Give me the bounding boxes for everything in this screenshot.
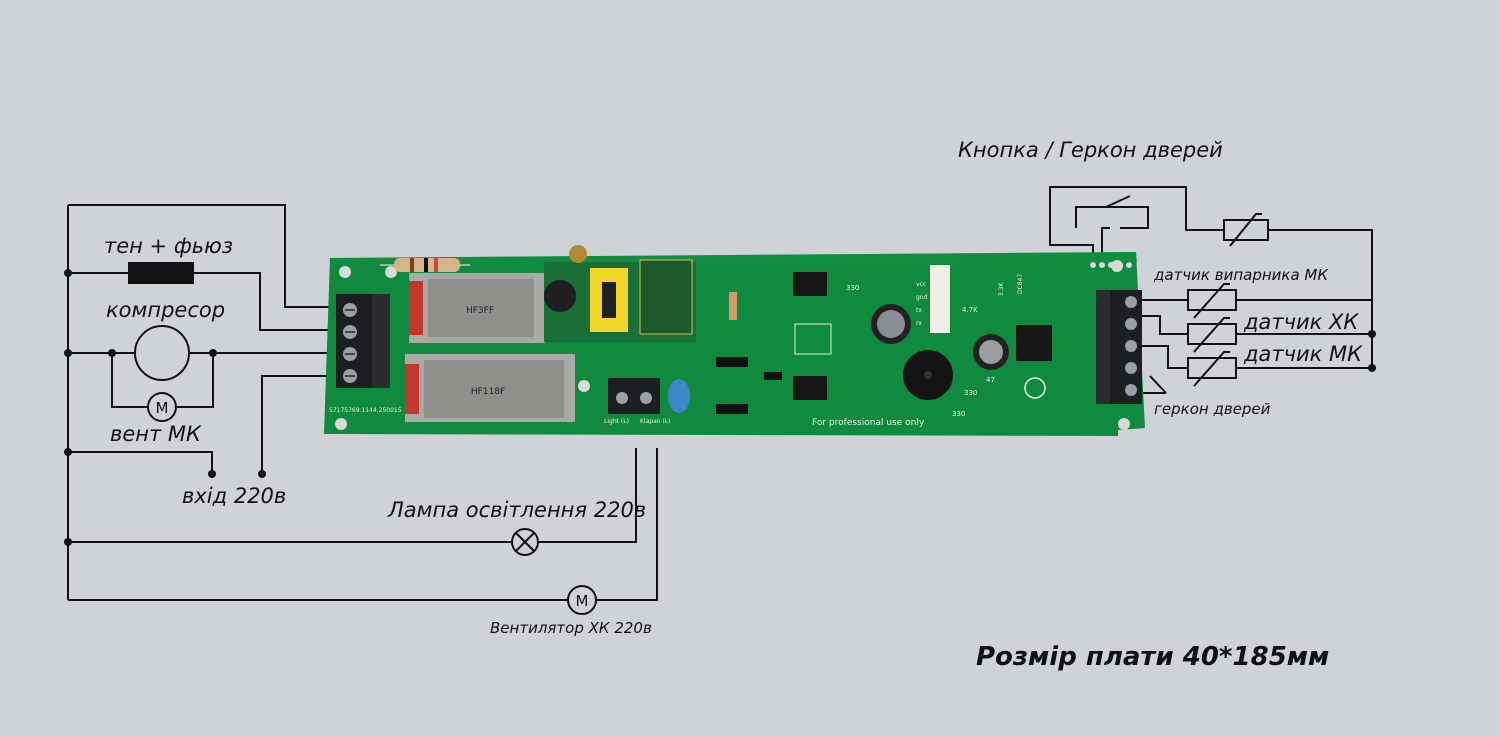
- silk-33k: 3.3K: [998, 281, 1005, 296]
- silk-330-a: 330: [846, 284, 859, 292]
- capacitor-large: [871, 304, 911, 344]
- capacitor-small: [973, 334, 1009, 370]
- lamp-icon: [511, 528, 539, 556]
- junction-dots: [64, 269, 1376, 546]
- left-terminal-block: [336, 294, 390, 388]
- middle-terminal-block: [608, 378, 660, 414]
- silk-vcc: vcc: [916, 281, 926, 288]
- pcb-board: HF3FF HF118F: [324, 245, 1145, 436]
- door-button-label: Кнопка / Геркон дверей: [958, 138, 1223, 162]
- buzzer: [903, 350, 953, 400]
- silk-ic-mark: DC847: [1017, 274, 1024, 294]
- vent-mk-motor-letter: M: [156, 399, 169, 417]
- relay-bottom-label: HF118F: [471, 387, 505, 397]
- sensor-hk-label: датчик ХК: [1244, 310, 1359, 334]
- smd-resistor-1: [729, 292, 737, 320]
- lamp-label: Лампа освітлення 220в: [388, 498, 647, 522]
- fan-hk-label: Вентилятор ХК 220в: [490, 619, 652, 637]
- blue-capacitor: [668, 379, 690, 413]
- right-terminal-block: [1096, 290, 1142, 404]
- input-label: вхід 220в: [182, 484, 287, 508]
- ic-top: [793, 272, 827, 296]
- door-button-thermistor-icon: [1223, 213, 1269, 247]
- silk-330-b: 330: [952, 410, 965, 418]
- silk-serial: 57175769.1144.250015: [329, 407, 402, 414]
- mk-sensor-thermistor-icon: [1187, 351, 1237, 387]
- relay-top: HF3FF: [409, 273, 545, 343]
- silk-buzzer: 330: [964, 389, 977, 397]
- hk-sensor-thermistor-icon: [1187, 317, 1237, 353]
- power-module: [544, 245, 696, 342]
- evap-sensor-label: датчик випарника МК: [1154, 266, 1329, 284]
- door-button-pins: [1090, 262, 1132, 268]
- ic-outline: [794, 323, 832, 355]
- compressor-label: компресор: [106, 298, 226, 322]
- heater-element: [128, 262, 194, 284]
- pcb-logo: [1024, 377, 1046, 399]
- silk-professional: For professional use only: [812, 418, 925, 428]
- vent-mk-motor-icon: M: [147, 392, 177, 422]
- pin-header: [930, 265, 950, 333]
- mcu-chip: [1016, 325, 1052, 361]
- relay-bottom: HF118F: [405, 354, 575, 422]
- evap-sensor-thermistor-icon: [1187, 283, 1237, 319]
- silk-gnd: gnd: [916, 294, 928, 301]
- fan-hk-motor-letter: M: [576, 592, 589, 610]
- sensor-mk-label: датчик МК: [1244, 342, 1363, 366]
- relay-top-label: HF3FF: [466, 306, 494, 316]
- silk-rx: rx: [916, 320, 922, 327]
- silk-klapan: Klapan (L): [640, 418, 671, 425]
- right-wiring: [1049, 186, 1373, 394]
- silk-47k: 4.7K: [962, 306, 978, 314]
- board-size-label: Розмір плати 40*185мм: [976, 642, 1330, 672]
- compressor-motor-icon: [134, 325, 190, 381]
- vent-mk-label: вент МК: [110, 422, 201, 446]
- transistor-2: [716, 404, 748, 414]
- silk-tx: tx: [916, 307, 922, 314]
- fan-hk-motor-icon: M: [567, 585, 597, 615]
- transistor-1: [716, 357, 748, 367]
- silk-47: 47: [986, 376, 995, 384]
- silk-light: Light (L): [604, 418, 629, 425]
- door-reed-label: геркон дверей: [1154, 400, 1271, 418]
- ic-bottom: [793, 376, 827, 400]
- power-resistor: [380, 258, 470, 272]
- heater-label: тен + фьюз: [104, 234, 234, 258]
- diode-1: [764, 372, 782, 380]
